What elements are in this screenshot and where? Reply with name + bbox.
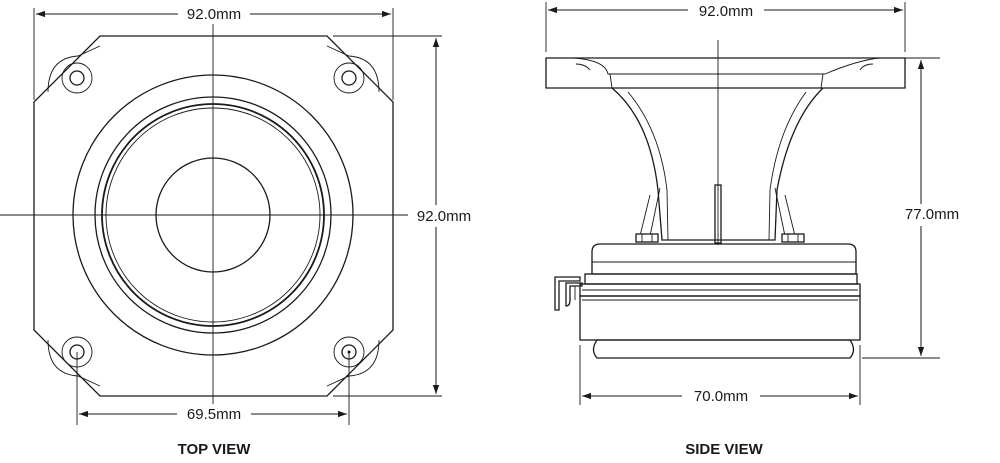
magnet-base xyxy=(592,339,855,359)
side-view: 92.0mm 77.0mm 70.0mm SIDE VIEW xyxy=(545,1,971,458)
side-view-height-label: 77.0mm xyxy=(905,206,959,223)
top-view-caption: TOP VIEW xyxy=(178,441,252,458)
side-view-width-label: 92.0mm xyxy=(699,3,753,20)
motor-ring-1 xyxy=(584,273,858,285)
mounting-hole-bottom-left xyxy=(47,336,101,387)
mounting-hole-top-left xyxy=(47,45,101,94)
hole-spacing-label: 69.5mm xyxy=(187,406,241,423)
side-view-flange xyxy=(545,57,906,89)
motor-screw-right xyxy=(781,233,805,243)
motor-screw-left xyxy=(635,233,659,243)
magnet-body xyxy=(579,295,861,341)
solder-terminals xyxy=(554,276,583,311)
base-width-label: 70.0mm xyxy=(694,388,748,405)
motor-top-cap xyxy=(591,243,857,275)
top-view: 92.0mm 92.0mm 69.5mm TOP VIEW xyxy=(0,4,480,458)
side-view-caption: SIDE VIEW xyxy=(685,441,763,458)
top-view-width-label: 92.0mm xyxy=(187,6,241,23)
top-view-height-label: 92.0mm xyxy=(417,208,471,225)
top-view-flange-outline xyxy=(33,35,394,397)
mounting-hole-top-right xyxy=(326,45,380,94)
horn-body xyxy=(611,87,824,241)
mounting-hole-bottom-right xyxy=(326,336,380,387)
